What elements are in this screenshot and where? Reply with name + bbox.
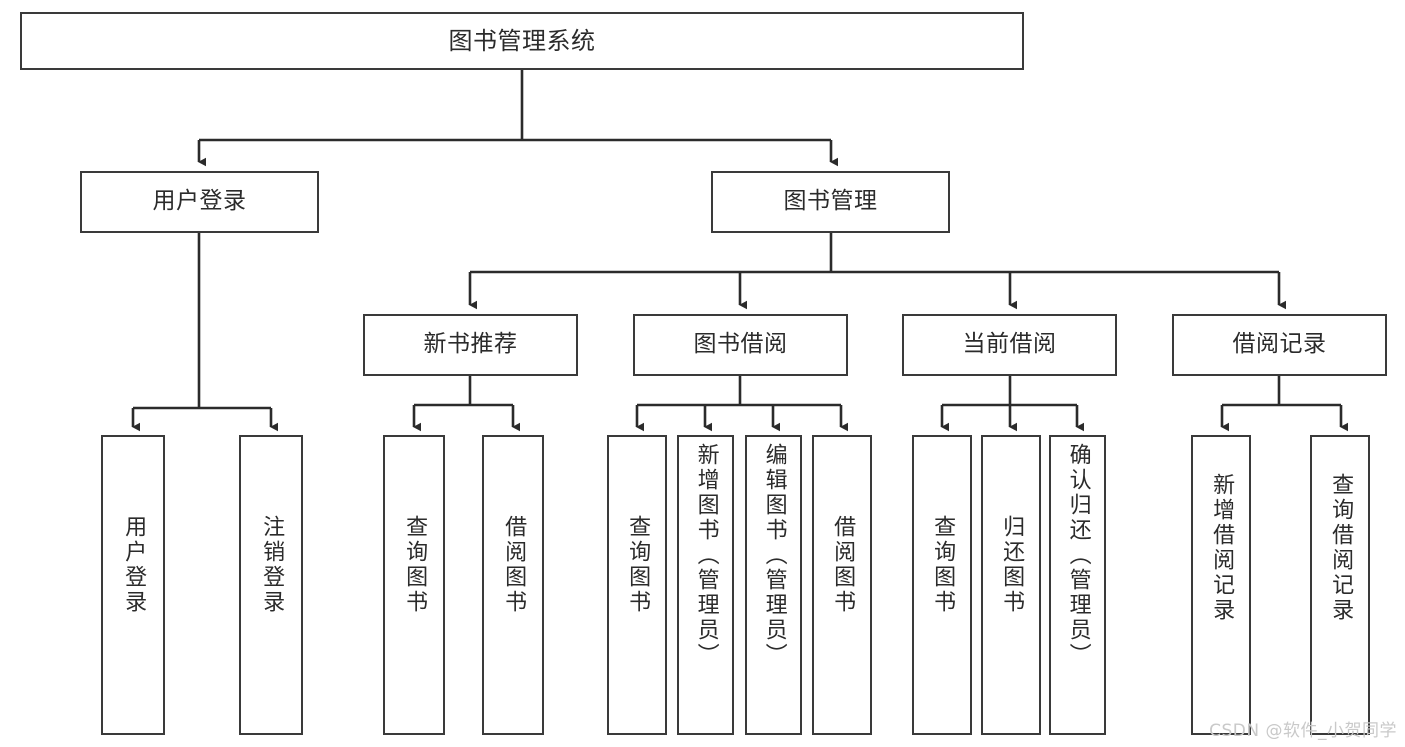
node-current-borrow-label: 当前借阅 — [962, 331, 1057, 358]
node-user-login-label: 用户登录 — [152, 188, 247, 215]
leaf-query-record[interactable]: 查询借阅记录 — [1310, 435, 1370, 735]
leaf-return-book-label: 归还图书 — [999, 515, 1025, 615]
node-root[interactable]: 图书管理系统 — [20, 12, 1024, 70]
leaf-query-book-1[interactable]: 查询图书 — [383, 435, 445, 735]
leaf-borrow-book-1-label: 借阅图书 — [501, 515, 527, 615]
node-book-borrow[interactable]: 图书借阅 — [633, 314, 848, 376]
node-book-manage[interactable]: 图书管理 — [711, 171, 950, 233]
leaf-query-book-1-label: 查询图书 — [402, 515, 428, 615]
leaf-borrow-book-2[interactable]: 借阅图书 — [812, 435, 872, 735]
leaf-user-login-label: 用户登录 — [121, 515, 147, 615]
leaf-edit-book[interactable]: 编辑图书（管理员） — [745, 435, 802, 735]
leaf-edit-book-label: 编辑图书（管理员） — [761, 443, 787, 668]
leaf-query-book-2[interactable]: 查询图书 — [607, 435, 667, 735]
node-borrow-record-label: 借阅记录 — [1232, 331, 1327, 358]
leaf-user-login[interactable]: 用户登录 — [101, 435, 165, 735]
leaf-logout-login-label: 注销登录 — [259, 515, 285, 615]
leaf-query-record-label: 查询借阅记录 — [1328, 473, 1354, 623]
node-current-borrow[interactable]: 当前借阅 — [902, 314, 1117, 376]
leaf-return-book[interactable]: 归还图书 — [981, 435, 1041, 735]
leaf-add-book-label: 新增图书（管理员） — [693, 443, 719, 668]
node-borrow-record[interactable]: 借阅记录 — [1172, 314, 1387, 376]
leaf-confirm-return[interactable]: 确认归还（管理员） — [1049, 435, 1106, 735]
leaf-query-book-3-label: 查询图书 — [930, 515, 956, 615]
leaf-confirm-return-label: 确认归还（管理员） — [1065, 443, 1091, 668]
node-book-manage-label: 图书管理 — [783, 188, 878, 215]
node-new-book-rec[interactable]: 新书推荐 — [363, 314, 578, 376]
leaf-query-book-2-label: 查询图书 — [625, 515, 651, 615]
node-book-borrow-label: 图书借阅 — [693, 331, 788, 358]
csdn-watermark: CSDN @软件_小贺同学 — [1209, 721, 1397, 741]
leaf-add-record[interactable]: 新增借阅记录 — [1191, 435, 1251, 735]
leaf-query-book-3[interactable]: 查询图书 — [912, 435, 972, 735]
leaf-add-record-label: 新增借阅记录 — [1209, 473, 1235, 623]
leaf-borrow-book-2-label: 借阅图书 — [830, 515, 856, 615]
node-user-login[interactable]: 用户登录 — [80, 171, 319, 233]
leaf-add-book[interactable]: 新增图书（管理员） — [677, 435, 734, 735]
leaf-borrow-book-1[interactable]: 借阅图书 — [482, 435, 544, 735]
leaf-logout-login[interactable]: 注销登录 — [239, 435, 303, 735]
node-new-book-rec-label: 新书推荐 — [423, 331, 518, 358]
node-root-label: 图书管理系统 — [448, 26, 596, 55]
